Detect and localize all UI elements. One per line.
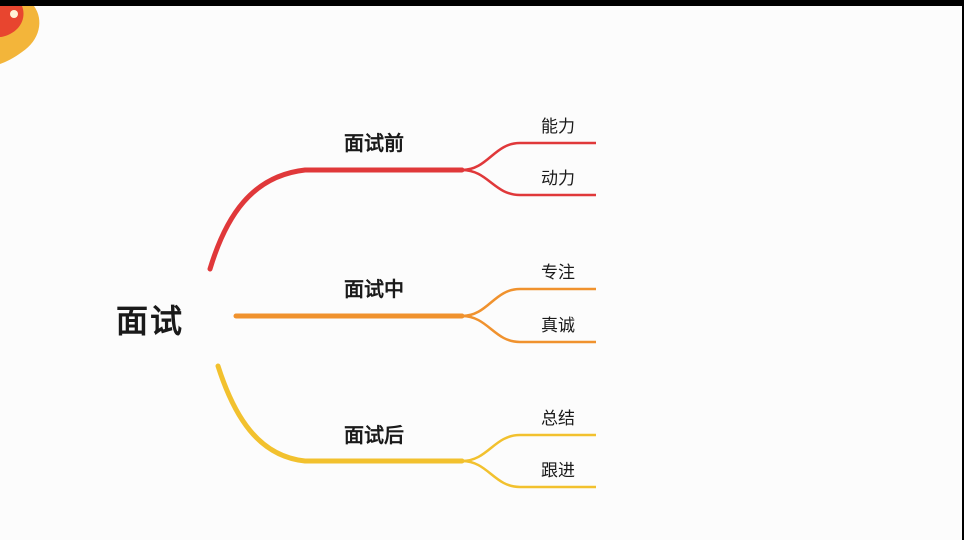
slide-canvas: 面试 面试前 面试中 面试后 能力 动力 专注 真诚 总结 跟进 (0, 6, 962, 540)
leaf-connector-ability (461, 141, 596, 172)
leaf-node-motivation: 动力 (541, 169, 575, 189)
leaf-connector-sincerity (461, 314, 596, 344)
leaf-connector-motivation (461, 168, 596, 197)
leaf-connector-summary (461, 433, 596, 463)
leaf-node-focus: 专注 (541, 263, 575, 283)
corner-decoration-icon (0, 6, 40, 64)
leaf-node-followup: 跟进 (541, 461, 575, 481)
branch-node-before: 面试前 (344, 131, 404, 155)
branch-connector-before (207, 167, 465, 272)
leaf-node-sincerity: 真诚 (541, 316, 575, 336)
leaf-connector-followup (461, 459, 596, 489)
leaf-connector-focus (461, 287, 596, 318)
root-node: 面试 (116, 302, 185, 340)
leaf-node-summary: 总结 (541, 409, 575, 429)
branch-connector-after (215, 363, 465, 464)
branch-node-during: 面试中 (344, 277, 404, 301)
mindmap-connectors (207, 141, 596, 489)
leaf-node-ability: 能力 (541, 117, 575, 137)
branch-node-after: 面试后 (344, 423, 404, 447)
